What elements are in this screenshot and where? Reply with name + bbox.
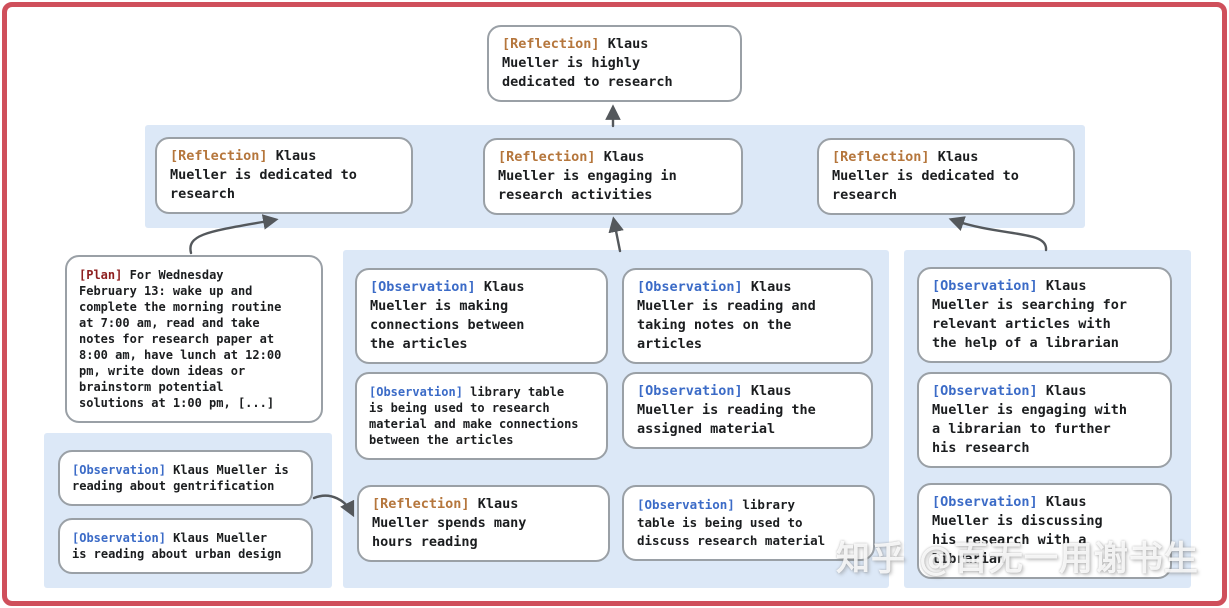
node-text: Klaus Mueller is reading the assigned ma… bbox=[637, 383, 816, 437]
node-type-tag: [Observation] bbox=[370, 279, 476, 295]
node-text: Klaus Mueller is reading about gentrific… bbox=[72, 463, 289, 493]
memory-node-plan: [Plan] For Wednesday February 13: wake u… bbox=[65, 255, 323, 423]
memory-node-observation-gentrification: [Observation] Klaus Mueller is reading a… bbox=[58, 450, 313, 506]
node-type-tag: [Observation] bbox=[637, 383, 743, 399]
node-type-tag: [Observation] bbox=[932, 494, 1038, 510]
node-type-tag: [Reflection] bbox=[832, 149, 930, 165]
node-type-tag: [Reflection] bbox=[170, 148, 268, 164]
memory-node-observation-connections: [Observation] Klaus Mueller is making co… bbox=[355, 268, 608, 364]
node-text: Klaus Mueller is reading about urban des… bbox=[72, 531, 282, 561]
memory-node-observation-library-table-research: [Observation] library table is being use… bbox=[355, 372, 608, 460]
node-type-tag: [Observation] bbox=[72, 531, 166, 545]
node-type-tag: [Plan] bbox=[79, 268, 123, 282]
node-text: Klaus Mueller is searching for relevant … bbox=[932, 278, 1128, 351]
memory-node-observation-library-table-discuss: [Observation] library table is being use… bbox=[622, 485, 875, 561]
memory-node-observation-assigned-material: [Observation] Klaus Mueller is reading t… bbox=[622, 372, 873, 449]
memory-node-observation-urban-design: [Observation] Klaus Mueller is reading a… bbox=[58, 518, 313, 574]
node-type-tag: [Reflection] bbox=[372, 496, 470, 512]
node-text: Klaus Mueller is engaging in research ac… bbox=[498, 149, 677, 203]
node-text: For Wednesday February 13: wake up and c… bbox=[79, 268, 282, 410]
zhihu-watermark: 知乎 @百无一用谢书生 bbox=[836, 539, 1199, 579]
node-text: library table is being used to discuss r… bbox=[637, 497, 826, 548]
node-text: Klaus Mueller is discussing his research… bbox=[932, 494, 1103, 567]
node-text: Klaus Mueller is dedicated to research bbox=[170, 148, 357, 202]
node-type-tag: [Observation] bbox=[932, 383, 1038, 399]
node-text: Klaus Mueller is engaging with a librari… bbox=[932, 383, 1128, 456]
node-type-tag: [Reflection] bbox=[498, 149, 596, 165]
memory-node-observation-discussing-research: [Observation] Klaus Mueller is discussin… bbox=[917, 483, 1172, 579]
node-type-tag: [Observation] bbox=[72, 463, 166, 477]
node-text: Klaus Mueller is dedicated to research bbox=[832, 149, 1019, 203]
node-text: Klaus Mueller is reading and taking note… bbox=[637, 279, 816, 352]
node-type-tag: [Observation] bbox=[932, 278, 1038, 294]
node-type-tag: [Observation] bbox=[369, 385, 463, 399]
node-text: Klaus Mueller spends many hours reading bbox=[372, 496, 527, 550]
memory-node-observation-taking-notes: [Observation] Klaus Mueller is reading a… bbox=[622, 268, 873, 364]
memory-node-reflection-hours-reading: [Reflection] Klaus Mueller spends many h… bbox=[357, 485, 610, 562]
node-type-tag: [Observation] bbox=[637, 279, 743, 295]
memory-node-reflection-3: [Reflection] Klaus Mueller is dedicated … bbox=[817, 138, 1075, 215]
node-text: Klaus Mueller is making connections betw… bbox=[370, 279, 525, 352]
node-type-tag: [Reflection] bbox=[502, 36, 600, 52]
memory-node-reflection-1: [Reflection] Klaus Mueller is dedicated … bbox=[155, 137, 413, 214]
node-text: Klaus Mueller is highly dedicated to res… bbox=[502, 36, 673, 90]
node-text: library table is being used to research … bbox=[369, 385, 579, 447]
memory-node-observation-searching-articles: [Observation] Klaus Mueller is searching… bbox=[917, 267, 1172, 363]
memory-node-root-reflection: [Reflection] Klaus Mueller is highly ded… bbox=[487, 25, 742, 102]
memory-node-observation-engaging-librarian: [Observation] Klaus Mueller is engaging … bbox=[917, 372, 1172, 468]
node-type-tag: [Observation] bbox=[637, 497, 735, 512]
memory-node-reflection-2: [Reflection] Klaus Mueller is engaging i… bbox=[483, 138, 743, 215]
